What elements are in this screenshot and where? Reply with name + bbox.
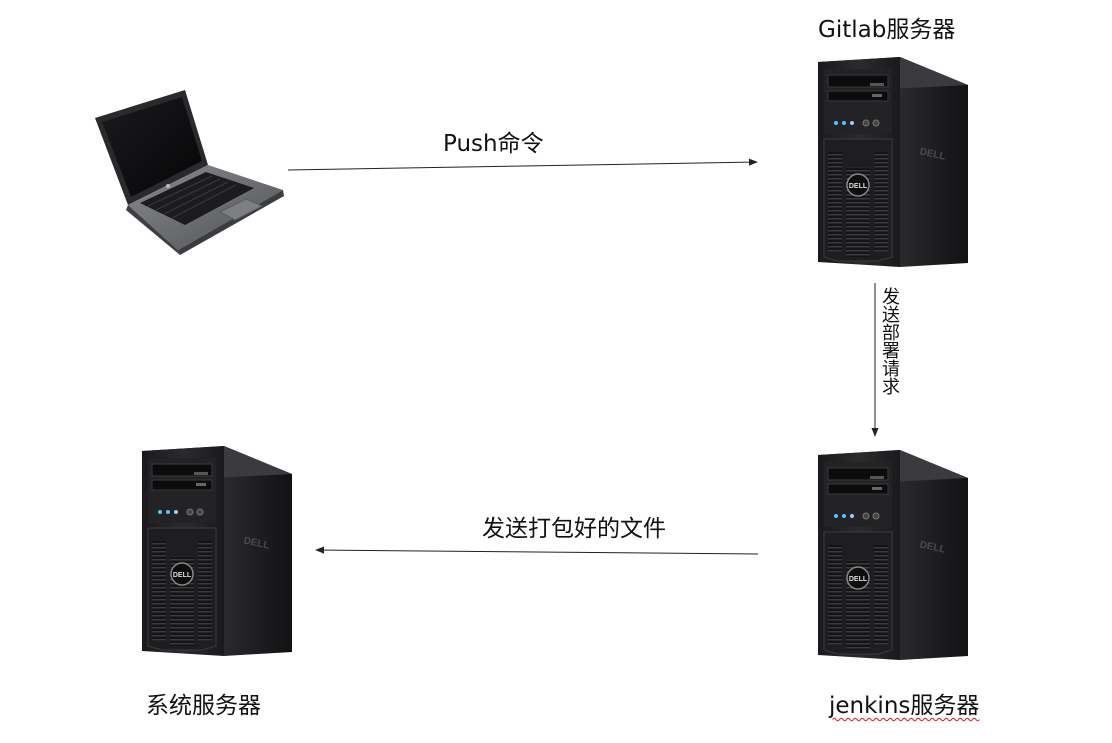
system-server-icon [142,446,293,656]
send-package-label: 发送打包好的文件 [482,516,666,542]
push-arrow [287,158,758,171]
jenkins-server-label-text: jenkins服务器 [829,693,980,719]
gitlab-server-icon [818,57,969,267]
push-command-label: Push命令 [443,131,544,157]
jenkins-server-icon [818,450,969,660]
gitlab-server-label: Gitlab服务器 [818,17,956,43]
jenkins-server-label: jenkins服务器 [829,695,979,718]
system-server-label: 系统服务器 [146,693,261,719]
send-package-arrow [315,546,759,555]
laptop-icon [95,90,284,255]
deploy-request-label: 发送部署请求 [879,287,900,395]
